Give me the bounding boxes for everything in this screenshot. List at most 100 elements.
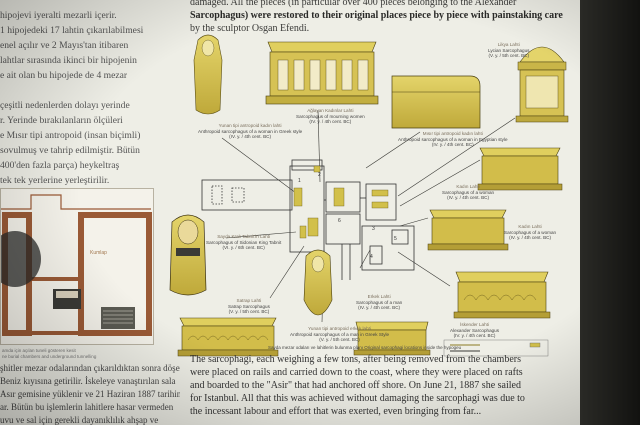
text-line: uvu ve sal için gerekli dayanıklılık ahş… bbox=[0, 415, 159, 425]
svg-text:1: 1 bbox=[298, 178, 301, 184]
text-line: by the sculptor Osgan Efendi. bbox=[190, 23, 310, 34]
satrap-sarcophagus bbox=[177, 317, 279, 357]
label-date: (V. y. / 5th cent. BC) bbox=[319, 337, 360, 343]
label-en: Alexander Sarcophagus bbox=[450, 327, 500, 333]
svg-text:6: 6 bbox=[338, 218, 341, 224]
label-satrap: Satrap Lahti Satrap Sarcophagus (V. y. /… bbox=[228, 298, 270, 315]
turkish-text-bottom: şhitler mezar odalarından çıkarıldıktan … bbox=[0, 362, 180, 425]
woman-sarcophagus-2 bbox=[427, 209, 509, 251]
label-en: Sarcophagus of a woman bbox=[504, 229, 557, 235]
svg-text:5: 5 bbox=[394, 236, 397, 242]
text-line: tek tek yerlerine yerleştirilir. bbox=[0, 175, 110, 186]
caption-line: ne burial chambers and underground tunne… bbox=[2, 354, 97, 359]
label-date: (IV. y. / 4th cent. BC) bbox=[309, 119, 352, 125]
english-text-bottom: The sarcophagi, each weighing a few tons… bbox=[190, 353, 600, 418]
english-text-top: damaged. All the pieces (in particular o… bbox=[190, 0, 600, 35]
label-en: Sarcophagus of mourning women bbox=[296, 113, 365, 119]
label-man: Erkek Lahti Sarcophagus of a man (IV. y.… bbox=[356, 294, 402, 311]
label-anthropoid-man: Yunan tipi antropoid erkek lahti Anthrop… bbox=[290, 326, 389, 343]
text-line: 1 hipojedeki 17 lahtin çıkarılabilmesi bbox=[0, 25, 144, 36]
text-line: hipojevi iyeralti mezarli içerir. bbox=[0, 10, 117, 21]
label-alexander: İskender Lahti Alexander Sarcophagus (IV… bbox=[450, 322, 499, 339]
label-tr: Yunan tipi antropoid kadın lahti bbox=[218, 123, 282, 128]
tabnit-anthropoid bbox=[169, 214, 207, 296]
panel-edge-shadow bbox=[580, 0, 640, 425]
text-line: enel açılır ve 2 Mayıs'tan itibaren bbox=[0, 40, 129, 51]
label-egyptian-style: Mısır tipi antropoid kadın lahti Anthrop… bbox=[398, 131, 508, 148]
label-anthropoid-woman-greek: Yunan tipi antropoid kadın lahti Anthrop… bbox=[198, 123, 302, 140]
text-line: şhitler mezar odalarından çıkarıldıktan … bbox=[0, 363, 180, 373]
caption-line: amda için açılan tuneli gösteren kesit bbox=[2, 348, 76, 353]
text-line: e Mısır tipi antropoid (insan biçimli) bbox=[0, 130, 141, 141]
text-line: and boarded to the "Asir" that had ancho… bbox=[190, 380, 521, 391]
egyptian-style-sarcophagus bbox=[391, 75, 481, 129]
man-sarcophagus bbox=[353, 321, 431, 356]
label-en: Sarcophagus of a man bbox=[356, 299, 403, 305]
plan-caption: amda için açılan tuneli gösteren kesit n… bbox=[2, 348, 167, 360]
label-tr: Kadın Lahti bbox=[456, 184, 480, 189]
text-line: e ait olan bu hipojede de 4 mezar bbox=[0, 70, 128, 81]
label-en: Sarcophagus of Sidonian King Tabnit bbox=[206, 239, 282, 245]
label-en: Lycian Sarcophagus bbox=[488, 47, 530, 53]
label-date: (IV. y. / 4th cent. BC) bbox=[229, 134, 272, 140]
label-date: (IV. y. / 4th cent. BC) bbox=[358, 305, 401, 311]
label-date: (V. y. / 5th cent. BC) bbox=[488, 53, 530, 59]
label-tr: Erkek Lahti bbox=[367, 294, 391, 299]
label-tr: Likya Lahti bbox=[497, 42, 520, 47]
alexander-sarcophagus bbox=[453, 271, 551, 319]
label-mourning-women: Ağlayan Kadınlar Lahti Sarcophagus of mo… bbox=[296, 108, 365, 125]
label-lycian: Likya Lahti Lycian Sarcophagus (V. y. / … bbox=[488, 42, 529, 59]
text-line: for Istanbul. All that this was achieved… bbox=[190, 393, 525, 404]
text-line: 400'den fazla parça) heykeltraş bbox=[0, 160, 120, 171]
label-tabnit: Sayda Kralı Tabnit'in Lahti Sarcophagus … bbox=[206, 234, 281, 251]
text-line: Beniz kıyısına getirilir. İskeleye vanaş… bbox=[0, 376, 176, 386]
text-line: Sarcophagus) were restored to their orig… bbox=[190, 10, 563, 21]
text-line: The sarcophagi, each weighing a few tons… bbox=[190, 354, 521, 365]
text-line: r. Yerinde bırakılanların ölçüleri bbox=[0, 115, 123, 126]
lycian-sarcophagus bbox=[515, 46, 569, 123]
label-en: Anthropoid sarcophagus of a woman in Gre… bbox=[198, 128, 303, 134]
label-en: Satrap Sarcophagus bbox=[228, 303, 270, 309]
mourning-women-sarcophagus bbox=[265, 41, 379, 105]
text-line: lahtlar sırasında ikinci bir hipojenin bbox=[0, 55, 137, 66]
label-date: (IV. y. / 4th cent. BC) bbox=[431, 142, 474, 148]
label-date: (IV. y. / 4th cent. BC) bbox=[453, 333, 496, 339]
label-en: Anthropoid sarcophagus of a woman in Egy… bbox=[398, 136, 508, 142]
svg-text:3: 3 bbox=[372, 226, 375, 232]
svg-text:2: 2 bbox=[318, 172, 321, 178]
text-line: ar. Bütün bu işlemlerin lahitlere hasar … bbox=[0, 402, 174, 412]
label-woman-2: Kadın Lahti Sarcophagus of a woman (IV. … bbox=[504, 224, 556, 241]
label-tr: Yunan tipi antropoid erkek lahti bbox=[308, 326, 371, 331]
label-tr: Sayda Kralı Tabnit'in Lahti bbox=[217, 234, 271, 239]
label-tr: Ağlayan Kadınlar Lahti bbox=[307, 108, 354, 113]
anthropoid-woman-greek bbox=[193, 34, 223, 115]
text-line: damaged. All the pieces (in particular o… bbox=[190, 0, 517, 8]
label-date: (IV. y. / 4th cent. BC) bbox=[509, 235, 551, 241]
museum-panel: hipojevi iyeralti mezarli içerir. 1 hipo… bbox=[0, 0, 600, 425]
text-line: the incessant labour and effort that was… bbox=[190, 406, 482, 417]
label-tr: Satrap Lahti bbox=[236, 298, 262, 303]
text-line: Asır gemisine yüklenir ve 21 Haziran 188… bbox=[0, 389, 180, 399]
hypogeum-diagram: 1 2 3 4 5 6 bbox=[169, 34, 569, 357]
label-tr: İskender Lahti bbox=[460, 322, 489, 327]
turkish-text-left: hipojevi iyeralti mezarli içerir. 1 hipo… bbox=[0, 8, 158, 188]
hypogeum-plan bbox=[201, 159, 415, 280]
woman-sarcophagus-1 bbox=[477, 147, 563, 191]
label-date: (V. y. / 5th cent. BC) bbox=[228, 309, 270, 315]
anthropoid-man-greek bbox=[303, 249, 333, 316]
plan-sarcophagi bbox=[293, 165, 389, 239]
label-date: (IV. y. / 4th cent. BC) bbox=[447, 195, 489, 201]
label-woman-1: Kadın Lahti Sarcophagus of a woman (IV. … bbox=[442, 184, 494, 201]
text-line: çeşitli nedenlerden dolayı yerinde bbox=[0, 100, 130, 111]
label-en: Anthropoid sarcophagus of a man in Greek… bbox=[290, 331, 390, 337]
diagram-caption: Sayda mezar odaları ve lahitlerin bulunm… bbox=[268, 345, 462, 350]
text-line: were placed on rails and carried down to… bbox=[190, 367, 523, 378]
cross-section-drawing bbox=[1, 189, 153, 344]
label-tr: Kadın Lahti bbox=[518, 224, 542, 229]
plan-label: Kumlap bbox=[90, 250, 107, 256]
text-line: sovulmuş ve tahrip edilmiştir. Bütün bbox=[0, 145, 140, 156]
legend-box bbox=[443, 339, 549, 357]
label-en: Sarcophagus of a woman bbox=[442, 189, 495, 195]
tunnel-cross-section bbox=[0, 188, 154, 345]
svg-text:4: 4 bbox=[370, 254, 373, 260]
